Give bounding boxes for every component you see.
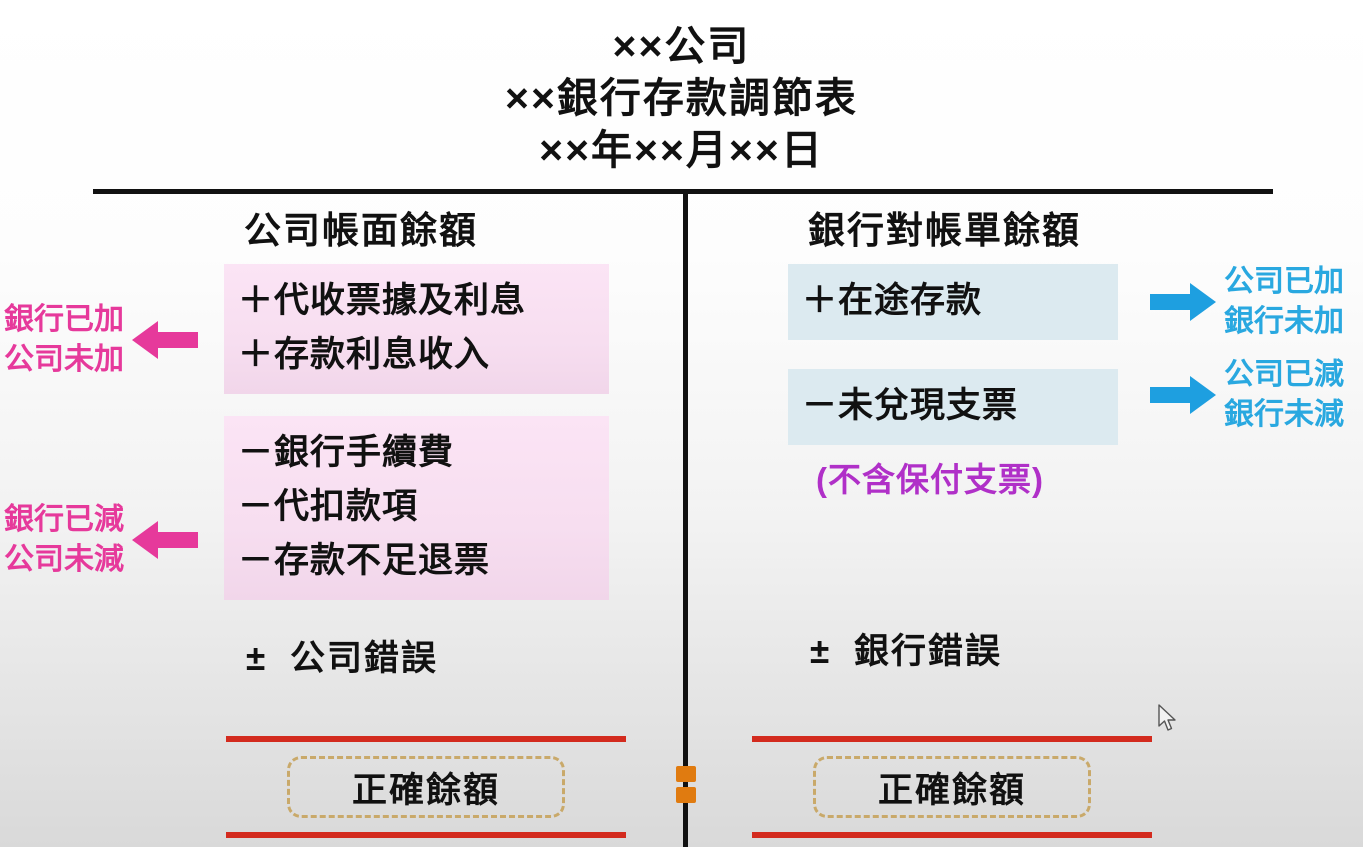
bank-error-label: 銀行錯誤: [854, 632, 1003, 671]
bank-subtraction-label: 未兌現支票: [838, 386, 1019, 425]
company-total-group: 正確餘額: [226, 736, 626, 847]
bank-subtractions-block: －未兌現支票: [788, 369, 1118, 445]
arrow-right-icon: [1150, 376, 1216, 414]
plus-sign-icon: ＋: [238, 281, 275, 320]
company-correct-balance-box: 正確餘額: [287, 756, 565, 818]
mouse-cursor-icon: [1158, 704, 1176, 731]
bank-addition-label: 在途存款: [838, 281, 983, 320]
bank-error-row: ± 銀行錯誤: [810, 623, 1188, 674]
annotation-text: 公司已加 銀行未加: [1224, 262, 1344, 342]
annotation-line-1: 公司已減: [1224, 358, 1344, 391]
minus-sign-icon: －: [238, 487, 275, 526]
plus-sign-icon: ＋: [802, 281, 839, 320]
company-error-row: ± 公司錯誤: [246, 630, 624, 681]
plus-minus-sign-icon: ±: [810, 632, 832, 671]
company-addition-label: 代收票據及利息: [274, 281, 527, 320]
company-book-header: 公司帳面餘額: [244, 210, 478, 251]
annotation-bank-subtracted-company-not: 銀行已減 公司未減: [4, 500, 198, 580]
title-line-date: ××年××月××日: [539, 127, 824, 173]
block-spacer: [224, 394, 624, 416]
bank-correct-balance-box: 正確餘額: [813, 756, 1091, 818]
title-line-company: ××公司: [612, 23, 751, 69]
annotation-line-2: 公司未減: [4, 543, 124, 576]
annotation-line-1: 銀行已加: [4, 303, 124, 336]
annotation-bank-added-company-not: 銀行已加 公司未加: [4, 300, 198, 380]
divider-marker-upper: [676, 766, 696, 782]
plus-minus-sign-icon: ±: [246, 639, 268, 678]
annotation-text: 公司已減 銀行未減: [1224, 355, 1344, 435]
arrow-left-icon: [132, 321, 198, 359]
bank-statement-column: 銀行對帳單餘額 ＋在途存款 －未兌現支票 (不含保付支票) ± 銀行錯誤: [788, 200, 1188, 674]
annotation-company-added-bank-not: 公司已加 銀行未加: [1150, 262, 1344, 342]
minus-sign-icon: －: [238, 541, 275, 580]
bank-statement-header: 銀行對帳單餘額: [808, 210, 1081, 251]
company-subtraction-row: －銀行手續費: [238, 426, 595, 480]
company-additions-block: ＋代收票據及利息 ＋存款利息收入: [224, 264, 609, 394]
center-divider: [683, 191, 688, 847]
annotation-text: 銀行已加 公司未加: [4, 300, 124, 380]
company-subtraction-label: 存款不足退票: [274, 541, 491, 580]
company-addition-row: ＋存款利息收入: [238, 328, 595, 382]
total-rule-top: [226, 736, 626, 742]
total-rule-bottom-1: [752, 832, 1152, 838]
bank-addition-row: ＋在途存款: [802, 274, 1104, 328]
plus-sign-icon: ＋: [238, 335, 275, 374]
arrow-left-icon: [132, 521, 198, 559]
annotation-line-1: 公司已加: [1224, 265, 1344, 298]
rule-gap: [226, 838, 626, 847]
bank-total-group: 正確餘額: [752, 736, 1152, 847]
company-subtraction-row: －存款不足退票: [238, 534, 595, 588]
uncashed-check-note: (不含保付支票): [816, 461, 1044, 498]
title-line-statement: ××銀行存款調節表: [505, 75, 858, 121]
divider-marker-lower: [676, 787, 696, 803]
bank-subtraction-row: －未兌現支票: [802, 379, 1104, 433]
total-rule-top: [752, 736, 1152, 742]
company-error-label: 公司錯誤: [290, 639, 439, 678]
company-addition-row: ＋代收票據及利息: [238, 274, 595, 328]
annotation-line-1: 銀行已減: [4, 503, 124, 536]
minus-sign-icon: －: [802, 386, 839, 425]
annotation-line-2: 銀行未加: [1224, 305, 1344, 338]
arrow-right-icon: [1150, 283, 1216, 321]
annotation-line-2: 銀行未減: [1224, 398, 1344, 431]
company-addition-label: 存款利息收入: [274, 335, 491, 374]
company-subtraction-label: 代扣款項: [274, 487, 419, 526]
annotation-company-subtracted-bank-not: 公司已減 銀行未減: [1150, 355, 1344, 435]
bank-additions-block: ＋在途存款: [788, 264, 1118, 340]
block-spacer: [224, 600, 624, 630]
total-rule-bottom-1: [226, 832, 626, 838]
company-correct-balance-label: 正確餘額: [351, 770, 500, 810]
company-book-column: 公司帳面餘額 ＋代收票據及利息 ＋存款利息收入 －銀行手續費 －代扣款項 －存款…: [224, 200, 624, 681]
rule-gap: [752, 838, 1152, 847]
block-spacer: [788, 501, 1188, 623]
minus-sign-icon: －: [238, 433, 275, 472]
company-subtraction-row: －代扣款項: [238, 480, 595, 534]
annotation-line-2: 公司未加: [4, 343, 124, 376]
bank-correct-balance-label: 正確餘額: [877, 770, 1026, 810]
slide-title: ××公司 ××銀行存款調節表 ××年××月××日: [0, 20, 1363, 176]
company-subtraction-label: 銀行手續費: [274, 433, 455, 472]
block-spacer: [788, 340, 1188, 369]
annotation-text: 銀行已減 公司未減: [4, 500, 124, 580]
company-subtractions-block: －銀行手續費 －代扣款項 －存款不足退票: [224, 416, 609, 600]
